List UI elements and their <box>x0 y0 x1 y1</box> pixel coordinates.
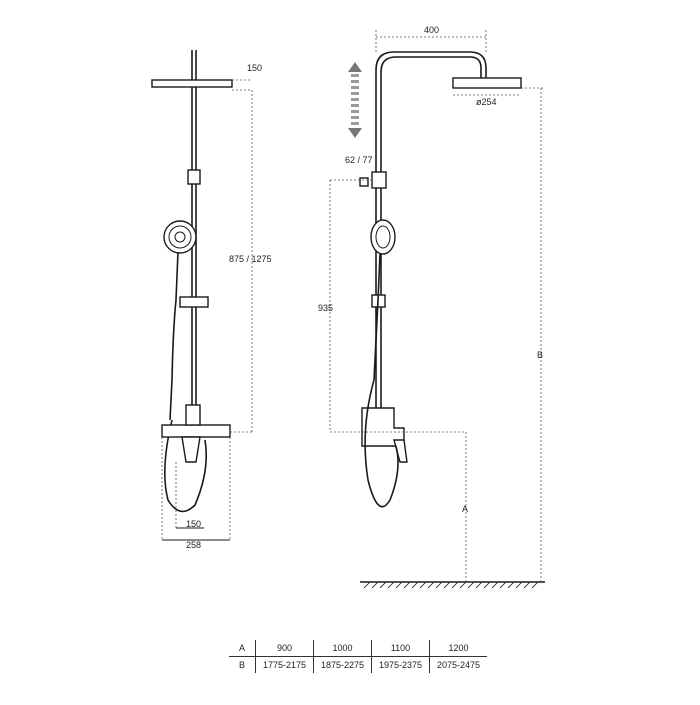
table-row: B 1775-2175 1875-2275 1975-2375 2075-247… <box>229 656 487 673</box>
table-cell: 1775-2175 <box>255 656 314 673</box>
side-wall-bracket <box>359 177 369 187</box>
side-arm-length-label: 400 <box>424 25 439 35</box>
side-holder-offset-label: 62 / 77 <box>345 155 373 165</box>
floor-hatch <box>363 581 539 589</box>
side-label-a: A <box>462 504 468 514</box>
height-adjust-arrow-icon <box>348 62 362 138</box>
side-hand-shower-face <box>375 225 391 249</box>
side-mixer-handle <box>393 439 408 463</box>
side-view: 400 ø254 62 / 77 935 B A <box>318 25 545 589</box>
front-hose <box>164 419 208 513</box>
front-head-thickness-label: 150 <box>247 63 262 73</box>
table-cell: 1975-2375 <box>371 656 430 673</box>
front-slider-holder <box>179 296 209 308</box>
side-label-b: B <box>537 350 543 360</box>
front-hand-shower-ring <box>168 225 192 249</box>
front-height-range-label: 875 / 1275 <box>229 254 272 264</box>
side-shower-arm <box>375 51 487 175</box>
table-row-label: B <box>229 656 256 673</box>
table-cell: 2075-2475 <box>436 660 481 670</box>
front-mixer-width-label: 258 <box>186 540 201 550</box>
table-row-label: A <box>229 640 256 657</box>
front-hand-shower-handle <box>169 251 179 421</box>
side-mixer-body <box>361 407 405 447</box>
front-view: 150 875 / 1275 150 258 <box>151 50 272 550</box>
side-holder-height-label: 935 <box>318 303 333 313</box>
front-hand-shower-center <box>174 231 186 243</box>
front-pipe-joint <box>187 169 201 185</box>
dimension-table: A 900 1000 1100 1200 B 1775-2175 1875-22… <box>229 640 487 673</box>
side-hand-shower <box>370 219 396 255</box>
side-shower-arm-inner <box>380 56 482 175</box>
table-cell: 900 <box>255 640 314 657</box>
front-mixer-depth-label: 150 <box>186 519 201 529</box>
side-head-diameter-label: ø254 <box>476 97 497 107</box>
side-pipe-joint <box>371 171 387 189</box>
front-shower-head <box>151 79 233 88</box>
front-mixer-body <box>161 424 231 438</box>
table-cell: 1875-2275 <box>313 656 372 673</box>
table-cell: 1000 <box>313 640 372 657</box>
side-hose <box>364 379 399 508</box>
table-row: A 900 1000 1100 1200 <box>229 640 487 657</box>
table-cell: 1200 <box>429 640 487 657</box>
side-hand-shower-handle <box>373 253 381 381</box>
table-cell: 1100 <box>371 640 430 657</box>
side-shower-head <box>452 77 522 89</box>
front-mixer-valve <box>185 404 201 426</box>
front-mixer-spout <box>181 436 201 463</box>
